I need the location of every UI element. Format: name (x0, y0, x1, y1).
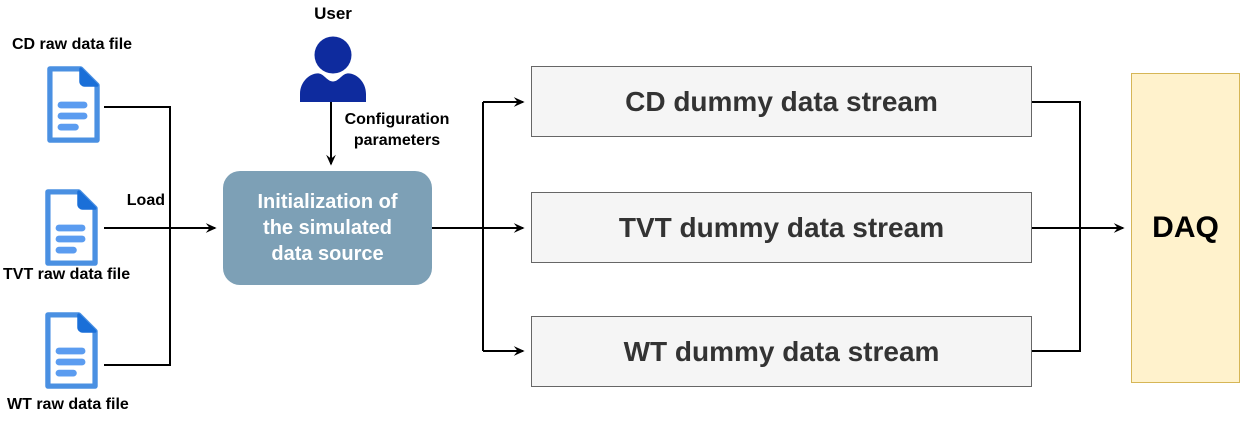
wt-dummy-data-stream-label: WT dummy data stream (623, 335, 940, 367)
cd-dummy-data-stream-label: CD dummy data stream (625, 85, 938, 117)
cd-raw-data-file-label: CD raw data file (12, 36, 133, 53)
user-label: User (314, 4, 352, 23)
tvt-raw-data-file-icon (45, 189, 98, 266)
initialization-node-line3: data source (271, 243, 384, 265)
wt-raw-data-file-label: WT raw data file (7, 396, 129, 413)
wt-dummy-data-stream-node: WT dummy data stream (531, 316, 1032, 387)
load-arrow-label: Load (126, 192, 165, 209)
daq-label: DAQ (1152, 211, 1219, 244)
cd-raw-data-file-icon (47, 66, 100, 143)
initialization-node-line1: Initialization of (257, 191, 398, 213)
cd-dummy-data-stream-node: CD dummy data stream (531, 66, 1032, 137)
configuration-parameters-label: Configuration parameters (327, 109, 467, 151)
configuration-parameters-line1: Configuration (344, 111, 450, 128)
tvt-raw-data-file-label: TVT raw data file (3, 266, 131, 283)
configuration-parameters-line2: parameters (353, 132, 441, 149)
daq-node: DAQ (1131, 73, 1240, 383)
initialization-node: Initialization of the simulated data sou… (223, 171, 432, 285)
tvt-dummy-data-stream-node: TVT dummy data stream (531, 192, 1032, 263)
wt-raw-data-file-icon (45, 312, 98, 389)
person-icon (300, 36, 366, 102)
initialization-node-line2: the simulated (263, 217, 392, 239)
tvt-dummy-data-stream-label: TVT dummy data stream (618, 211, 945, 243)
